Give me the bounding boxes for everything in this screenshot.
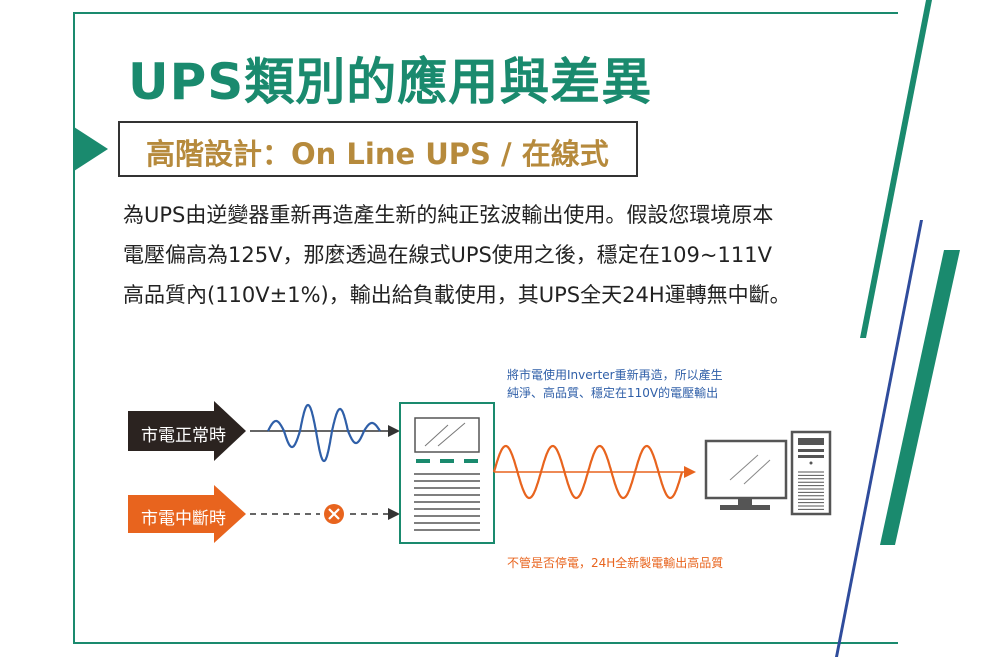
pc-tower-icon: [790, 430, 832, 516]
inverter-note-line-2: 純淨、高品質、穩定在110V的電壓輸出: [507, 386, 719, 400]
inverter-note: 將市電使用Inverter重新再造，所以產生 純淨、高品質、穩定在110V的電壓…: [507, 366, 723, 402]
outage-badge: [128, 485, 246, 543]
subtitle-arrow-icon: [74, 127, 108, 171]
normal-badge: [128, 401, 246, 461]
page-title: UPS類別的應用與差異: [128, 53, 653, 111]
output-flow-arrowhead: [684, 466, 696, 478]
output-wave: [492, 444, 684, 500]
input-wave: [267, 403, 381, 463]
outage-flow-arrowhead: [388, 508, 400, 520]
monitor-icon: [704, 439, 788, 510]
inverter-note-line-1: 將市電使用Inverter重新再造，所以產生: [507, 368, 723, 382]
normal-label: 市電正常時: [141, 426, 226, 446]
subtitle: 高階設計：On Line UPS / 在線式: [146, 137, 609, 171]
paragraph-line-2: 電壓偏高為125V，那麼透過在線式UPS使用之後，穩定在109~111V: [123, 243, 772, 267]
outage-label: 市電中斷時: [141, 509, 226, 529]
normal-flow-arrowhead: [388, 425, 400, 437]
content-frame: [73, 12, 898, 644]
description-paragraph: 為UPS由逆變器重新再造產生新的純正弦波輸出使用。假設您環境原本 電壓偏高為12…: [123, 195, 843, 315]
paragraph-line-1: 為UPS由逆變器重新再造產生新的純正弦波輸出使用。假設您環境原本: [123, 203, 774, 227]
subtitle-box: 高階設計：On Line UPS / 在線式: [118, 121, 638, 177]
ups-device-icon: [399, 402, 495, 544]
paragraph-line-3: 高品質內(110V±1%)，輸出給負載使用，其UPS全天24H運轉無中斷。: [123, 283, 791, 307]
output-note: 不管是否停電，24H全新製電輸出高品質: [507, 556, 724, 570]
